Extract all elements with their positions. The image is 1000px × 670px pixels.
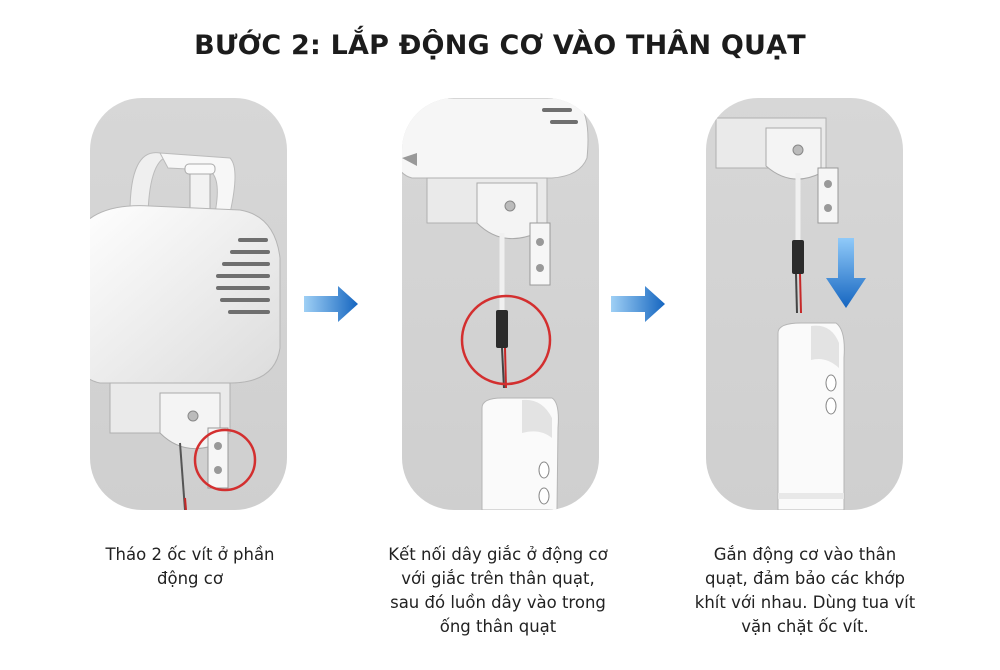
step-3-caption: Gắn động cơ vào thân quạt, đảm bảo các k… (675, 543, 935, 639)
caption-line: sau đó luồn dây vào trong (390, 593, 606, 612)
caption-line: Gắn động cơ vào thân (713, 545, 897, 564)
page-title: BƯỚC 2: LẮP ĐỘNG CƠ VÀO THÂN QUẠT (194, 30, 806, 61)
highlight-circle (193, 428, 257, 492)
right-arrow-icon (304, 286, 358, 322)
step-3-image (706, 98, 903, 510)
caption-line: khít với nhau. Dùng tua vít (694, 593, 916, 612)
caption-line: ống thân quạt (439, 617, 557, 636)
fan-motor-illustration (90, 152, 281, 510)
right-arrow-icon (611, 286, 665, 322)
caption-line: Kết nối dây giắc ở động cơ (388, 545, 608, 564)
step-1-image (90, 98, 287, 510)
step-1-caption: Tháo 2 ốc vít ở phần động cơ (60, 543, 320, 591)
highlight-circle (460, 294, 552, 386)
connector-illustration (402, 98, 589, 510)
step-2-caption: Kết nối dây giắc ở động cơ với giắc trên… (368, 543, 628, 639)
step-2-image (402, 98, 599, 510)
caption-line: quạt, đảm bảo các khớp (705, 569, 905, 588)
caption-line: động cơ (157, 569, 223, 588)
down-arrow-icon (826, 238, 866, 308)
assembly-illustration (715, 117, 866, 510)
caption-line: Tháo 2 ốc vít ở phần (105, 545, 275, 564)
caption-line: vặn chặt ốc vít. (741, 617, 869, 636)
caption-line: với giắc trên thân quạt, (401, 569, 595, 588)
